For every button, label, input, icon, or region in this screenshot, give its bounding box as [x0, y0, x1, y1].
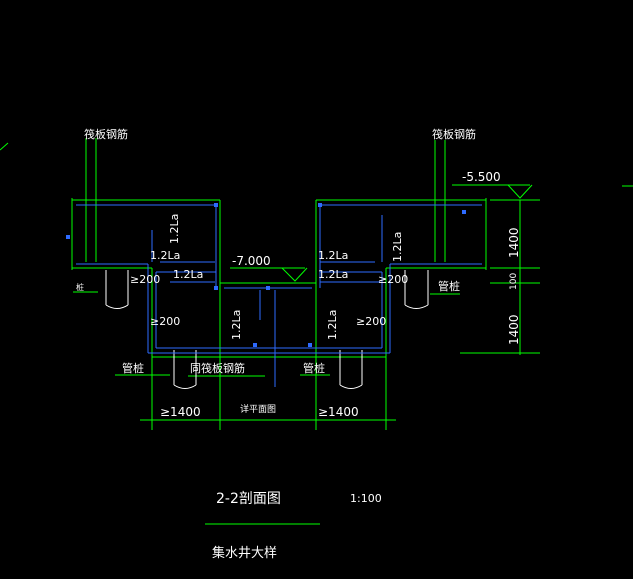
pipe-pile-bottom-left: [173, 350, 197, 389]
la-label-5: 1.2La: [168, 214, 181, 244]
la-label-1: 1.2La: [150, 249, 180, 262]
la-label-3: 1.2La: [318, 249, 348, 262]
pipe-pile-bottom-right: [339, 350, 363, 389]
same-raft-rebar-label: 同筏板钢筋: [190, 361, 245, 375]
rebar-markers: [66, 203, 466, 347]
la-label-4: 1.2La: [318, 268, 348, 281]
pipe-pile-label-2: 管桩: [438, 279, 460, 293]
labels: 筏板钢筋 筏板钢筋 -5.500 -7.000 1.2La 1.2La 1.2L…: [76, 127, 521, 561]
pipe-pile-label-1: 管桩: [122, 361, 144, 375]
raft-rebar-left-label: 筏板钢筋: [84, 127, 128, 141]
pipe-pile-right: [404, 270, 429, 309]
pipe-pile-left: [105, 270, 129, 309]
dim-200-label-4: ≥200: [356, 315, 386, 328]
dim-1400-right-label: ≥1400: [318, 405, 359, 419]
raft-rebar-right-label: 筏板钢筋: [432, 127, 476, 141]
dim-200-label-1: ≥200: [130, 273, 160, 286]
dim-200-label-3: ≥200: [150, 315, 180, 328]
elevation-pit-label: -7.000: [232, 254, 271, 268]
dim-200-label-2: ≥200: [378, 273, 408, 286]
rebar-lines: [76, 204, 482, 387]
la-label-2: 1.2La: [173, 268, 203, 281]
detail-title: 集水井大样: [212, 545, 277, 561]
short-mark-label: 桩: [76, 282, 84, 292]
elevation-top-label: -5.500: [462, 170, 501, 184]
dim-vertical-1: 1400: [507, 227, 521, 258]
dim-1400-left-label: ≥1400: [160, 405, 201, 419]
la-label-6: 1.2La: [391, 232, 404, 262]
pipe-pile-label-3: 管桩: [303, 361, 325, 375]
plan-label: 详平面图: [240, 403, 276, 415]
pit-outline: [0, 138, 633, 525]
scale-label: 1:100: [350, 492, 382, 505]
section-title: 2-2剖面图: [216, 491, 281, 507]
la-label-8: 1.2La: [326, 310, 339, 340]
dim-vertical-3: 1400: [507, 314, 521, 345]
la-label-7: 1.2La: [230, 310, 243, 340]
dim-vertical-2: 100: [509, 273, 519, 290]
